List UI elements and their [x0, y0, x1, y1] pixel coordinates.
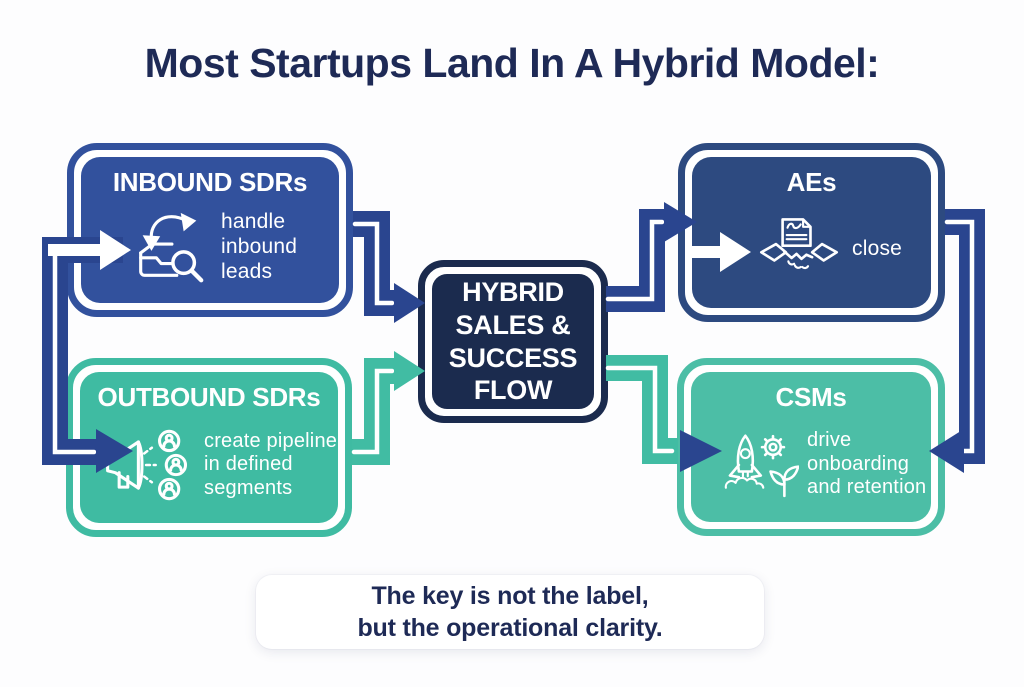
key-note: The key is not the label, but the operat… [256, 575, 764, 649]
inbound-sdrs-description: handle inbound leads [221, 210, 298, 283]
megaphone-audience-icon [106, 429, 188, 501]
aes-box-fill: AEs close [692, 157, 931, 308]
csms-description: drive onboarding and retention [807, 429, 927, 499]
connector-inbound-to-hybrid [352, 211, 425, 323]
csms-heading: CSMs [775, 382, 847, 412]
aes-description: close [852, 236, 903, 260]
hybrid-flow-line-4: FLOW [473, 375, 553, 406]
outbound-sdrs-box-fill: OUTBOUND SDRs [80, 372, 338, 523]
hybrid-flow-line-3: SUCCESS [448, 342, 578, 373]
csms-box-fill: CSMs [691, 372, 931, 522]
key-note-line-1: The key is not the label, [371, 581, 649, 610]
hybrid-flow-line-1: HYBRID [462, 276, 564, 307]
inbound-sdrs-heading: INBOUND SDRs [112, 167, 308, 197]
page-title: Most Startups Land In A Hybrid Model: [144, 40, 880, 86]
inbound-sdrs-content: handle inbound leads [81, 192, 339, 303]
outbound-sdrs-content: create pipeline in defined segments [80, 407, 338, 523]
csms-box: CSMs [677, 358, 945, 536]
hybrid-flow-line-2: SALES & [455, 309, 571, 340]
contract-handshake-icon [759, 218, 839, 270]
rocket-gear-plant-icon [724, 433, 799, 497]
connector-outbound-to-hybrid [351, 351, 425, 465]
inbox-search-icon [139, 212, 204, 282]
hybrid-flow-box: HYBRID SALES & SUCCESS FLOW [418, 260, 608, 423]
outbound-sdrs-heading: OUTBOUND SDRs [97, 382, 321, 412]
outbound-sdrs-description: create pipeline in defined segments [204, 429, 338, 499]
key-note-line-2: but the operational clarity. [357, 614, 663, 642]
inbound-sdrs-box-fill: INBOUND SDRs handle inbound leads [81, 157, 339, 303]
outbound-sdrs-box: OUTBOUND SDRs [66, 358, 352, 537]
inbound-sdrs-box: INBOUND SDRs handle inbound leads [67, 143, 353, 317]
aes-heading: AEs [786, 167, 837, 197]
aes-box: AEs close [678, 143, 945, 322]
csms-content: drive onboarding and retention [691, 407, 931, 522]
hybrid-flow-box-fill: HYBRID SALES & SUCCESS FLOW [432, 274, 594, 409]
aes-content: close [692, 190, 931, 308]
